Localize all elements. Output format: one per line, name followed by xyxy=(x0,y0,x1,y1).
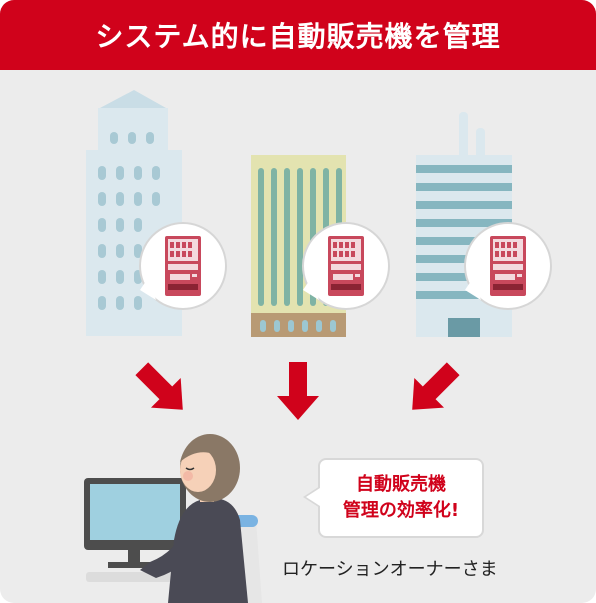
arrow-down-icon xyxy=(277,362,319,420)
speech-bubble: 自動販売機 管理の効率化! xyxy=(318,458,484,538)
speech-bubble-line-2: 管理の効率化! xyxy=(342,500,460,521)
vending-machine-bubble-2 xyxy=(302,222,390,310)
speech-bubble-line-1: 自動販売機 xyxy=(356,474,446,495)
vending-machine-icon xyxy=(328,236,364,296)
arrow-down-right-icon xyxy=(126,353,198,425)
vending-machine-icon xyxy=(490,236,526,296)
vending-machine-bubble-1 xyxy=(139,222,227,310)
vending-machine-bubble-3 xyxy=(464,222,552,310)
page-title: システム的に自動販売機を管理 xyxy=(95,20,501,53)
location-owner-person xyxy=(84,434,262,603)
vending-machine-icon xyxy=(165,236,201,296)
owner-label: ロケーションオーナーさま xyxy=(282,559,498,580)
speech-bubble-tail-inner xyxy=(306,488,320,506)
arrow-down-left-icon xyxy=(397,353,469,425)
header-banner: システム的に自動販売機を管理 xyxy=(0,0,596,70)
